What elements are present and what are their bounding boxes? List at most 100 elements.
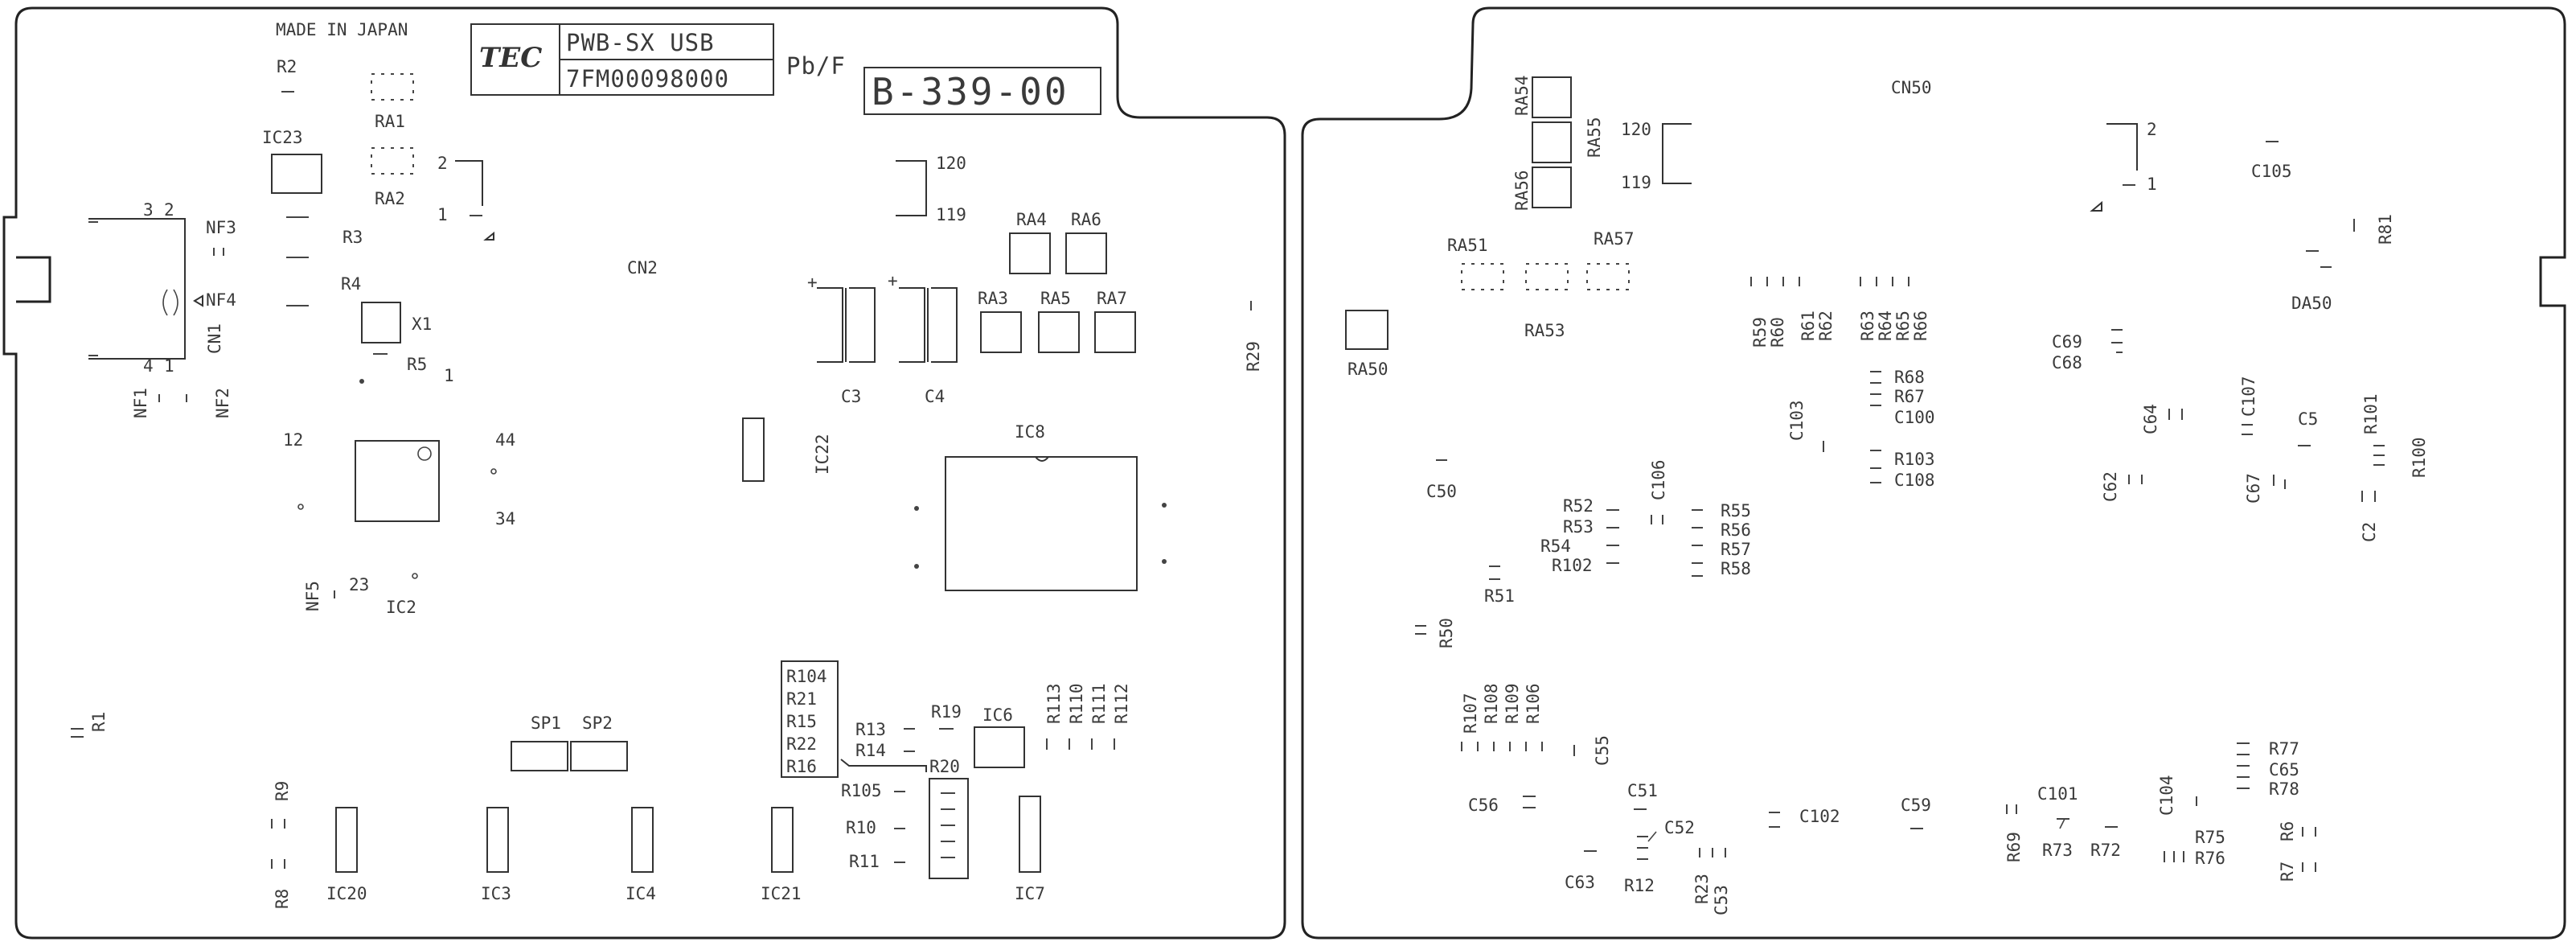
ref-C68: C68 <box>2052 353 2082 372</box>
ref-C50: C50 <box>1426 482 1457 501</box>
ref-R108: R108 <box>1482 683 1501 724</box>
ref-RA7: RA7 <box>1097 289 1127 308</box>
ic3-body <box>486 807 509 873</box>
pin-120-cn2: 120 <box>936 154 966 173</box>
ref-R100: R100 <box>2410 437 2429 478</box>
left-board-outline <box>2 6 1286 940</box>
part-number: 7FM00098000 <box>566 65 729 93</box>
pin-2-cn2: 2 <box>437 154 448 173</box>
ref-R81: R81 <box>2376 214 2395 245</box>
ref-RA56: RA56 <box>1512 170 1532 211</box>
ref-R58: R58 <box>1721 559 1751 578</box>
ref-R51: R51 <box>1484 586 1515 606</box>
ref-R13: R13 <box>855 720 886 739</box>
pin-4-cn1: 4 <box>143 356 154 376</box>
ref-C63: C63 <box>1565 873 1595 892</box>
ra1-footprint <box>371 73 414 101</box>
ic8-body <box>945 456 1138 591</box>
ref-RA3: RA3 <box>978 289 1008 308</box>
ref-NF1: NF1 <box>131 388 150 418</box>
ref-R57: R57 <box>1721 540 1751 559</box>
pin-1-cn2: 1 <box>437 205 448 224</box>
ic6-body <box>974 726 1025 768</box>
ref-SP1: SP1 <box>531 714 561 733</box>
ref-X1: X1 <box>412 315 432 334</box>
ref-R73: R73 <box>2042 841 2073 860</box>
pin-119-cn50: 119 <box>1621 173 1651 192</box>
ref-R12: R12 <box>1624 876 1655 895</box>
ref-C106: C106 <box>1649 459 1668 500</box>
ref-R113: R113 <box>1044 683 1064 724</box>
ref-R1: R1 <box>89 712 109 732</box>
ref-R111: R111 <box>1089 683 1109 724</box>
ra2-footprint <box>371 147 414 175</box>
ref-R61: R61 <box>1799 310 1818 341</box>
ref-R3: R3 <box>343 228 363 247</box>
ref-RA6: RA6 <box>1071 210 1101 229</box>
ref-C67: C67 <box>2244 473 2263 504</box>
ref-RA1: RA1 <box>375 112 405 131</box>
ref-R11: R11 <box>849 852 880 871</box>
pin-23-ic2: 23 <box>349 575 369 594</box>
ref-RA2: RA2 <box>375 189 405 208</box>
ref-R67: R67 <box>1894 387 1925 406</box>
ref-R9: R9 <box>273 781 292 801</box>
ref-C51: C51 <box>1627 781 1658 800</box>
pin-119-cn2: 119 <box>936 205 966 224</box>
ref-R14: R14 <box>855 741 886 760</box>
ref-R6: R6 <box>2278 821 2297 841</box>
ref-CN2: CN2 <box>627 258 658 278</box>
ref-SP2: SP2 <box>582 714 613 733</box>
ref-R101: R101 <box>2361 393 2381 434</box>
ref-R8: R8 <box>273 889 292 909</box>
part-number-box <box>559 59 774 96</box>
ref-RA53: RA53 <box>1524 321 1565 340</box>
left-board-parts: R2 RA1 RA2 IC23 R3 R4 X1 R5 1 3 2 4 1 NF… <box>71 57 1263 909</box>
ref-R19: R19 <box>931 702 962 722</box>
ic2-body <box>355 440 440 522</box>
ref-R29: R29 <box>1244 341 1263 372</box>
ref-R22: R22 <box>786 734 817 754</box>
ref-NF2: NF2 <box>213 388 232 418</box>
ref-R60: R60 <box>1768 317 1787 348</box>
board-name: PWB-SX USB <box>566 29 715 56</box>
ref-C2: C2 <box>2360 522 2379 542</box>
ref-RA55: RA55 <box>1585 117 1604 158</box>
ref-R52: R52 <box>1563 496 1594 516</box>
ref-C104: C104 <box>2157 775 2176 816</box>
ref-R109: R109 <box>1503 683 1522 724</box>
ref-R59: R59 <box>1750 317 1770 348</box>
ref-R103: R103 <box>1894 450 1935 469</box>
ref-NF5: NF5 <box>303 581 322 611</box>
pin-1-cn1: 1 <box>164 356 174 376</box>
right-board-parts: RA54 RA55 RA56 CN50 120 119 2 1 RA51 RA5… <box>1345 75 2429 915</box>
ref-R10: R10 <box>846 818 876 837</box>
pin-34-ic2: 34 <box>495 509 515 528</box>
ref-RA51: RA51 <box>1447 236 1488 255</box>
left-connector-notch <box>16 256 51 303</box>
ref-IC20: IC20 <box>326 884 367 903</box>
pin-44-ic2: 44 <box>495 430 515 450</box>
ref-R55: R55 <box>1721 501 1751 520</box>
ref-R23: R23 <box>1692 874 1712 904</box>
ref-RA57: RA57 <box>1594 229 1635 249</box>
ic7-body <box>1019 796 1041 873</box>
ref-IC22: IC22 <box>813 434 832 475</box>
sp1-pad <box>511 741 568 771</box>
ref-IC21: IC21 <box>761 884 802 903</box>
ra50-body <box>1345 310 1388 350</box>
ref-R78: R78 <box>2269 779 2299 799</box>
tec-logo: TEC <box>479 42 542 74</box>
pin-3-cn1: 3 <box>143 200 154 220</box>
revision-label: B-339-00 <box>872 70 1069 113</box>
right-board-outline <box>1301 6 2566 940</box>
ref-C56: C56 <box>1468 796 1499 815</box>
made-in-japan-label: MADE IN JAPAN <box>276 20 408 39</box>
ref-IC2: IC2 <box>386 598 416 617</box>
ref-R107: R107 <box>1461 693 1480 734</box>
ref-R75: R75 <box>2195 828 2225 847</box>
ref-C108: C108 <box>1894 471 1935 490</box>
ref-R77: R77 <box>2269 739 2299 759</box>
ref-R105: R105 <box>841 781 882 800</box>
ref-C62: C62 <box>2101 471 2120 502</box>
